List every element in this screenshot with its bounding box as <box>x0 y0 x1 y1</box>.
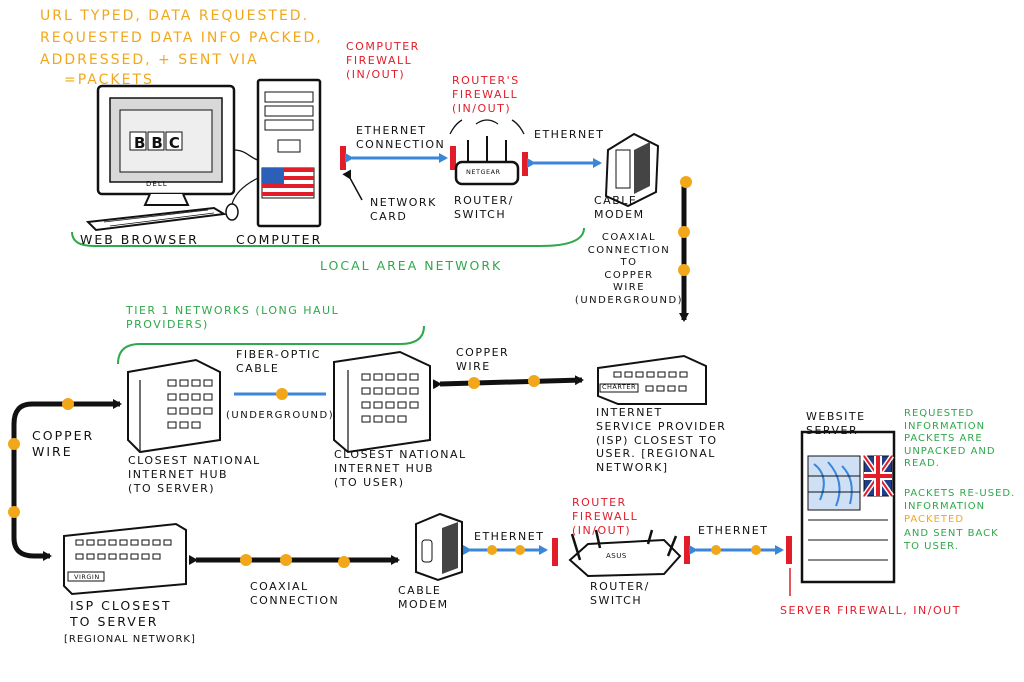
server-firewall-icon <box>786 536 792 564</box>
tier1-bracket <box>117 325 425 365</box>
packet-icon <box>276 388 288 400</box>
isp-user-label: Internet service provider (ISP) closest … <box>596 406 727 474</box>
computer-label: Computer <box>236 232 323 247</box>
network-card-label: Network card <box>370 196 437 223</box>
router-brand-top: NETGEAR <box>466 168 501 176</box>
copper-wire-loop <box>11 401 118 561</box>
cable-modem-top-label: Cable modem <box>594 194 645 221</box>
note-request-line3: addressed, + sent via <box>40 52 259 68</box>
note-request-line1: URL typed, data requested. <box>40 8 310 24</box>
router-firewall-bottom-label: Router firewall (in/out) <box>572 496 639 537</box>
cable-modem-bottom-label: Cable modem <box>398 584 449 611</box>
hub-server-label: Closest national internet hub (to server… <box>128 454 261 495</box>
packet-icon <box>680 176 692 188</box>
web-browser-label: Web browser <box>80 232 199 247</box>
router-switch-bottom-label: Router/ switch <box>590 580 650 607</box>
cable-modem-bottom-icon <box>415 512 463 582</box>
ethernet-top-label: Ethernet <box>534 128 605 141</box>
packet-icon <box>711 545 721 555</box>
lan-bracket <box>71 227 585 247</box>
router-firewall-icon <box>450 146 456 170</box>
computer-firewall-icon <box>340 146 346 170</box>
router-brand-bottom: ASUS <box>606 552 627 560</box>
isp-server-sign: VIRGIN <box>74 573 100 581</box>
router-bottom-icon <box>568 529 682 578</box>
packet-icon <box>240 554 252 566</box>
network-card-pointer <box>342 169 363 201</box>
note-request-line2: Requested data info packed, <box>40 30 323 46</box>
packet-icon <box>338 556 350 568</box>
ethernet-bottom-right-label: Ethernet <box>698 524 769 537</box>
packet-icon <box>8 438 20 450</box>
ethernet-connection-label: Ethernet connection <box>356 124 446 151</box>
router-icon <box>449 119 525 186</box>
response-note-1: Requested information packets are unpack… <box>904 408 996 469</box>
isp-server-label: ISP closest to server <box>70 598 172 629</box>
router-firewall-bottom-icon <box>552 538 558 566</box>
packet-icon <box>487 545 497 555</box>
server-firewall-label: Server firewall, in/out <box>780 604 961 617</box>
packet-icon <box>468 377 480 389</box>
copper-wire-mid-label: Copper wire <box>456 346 510 373</box>
router-switch-top-label: Router/ switch <box>454 194 514 221</box>
packet-icon <box>8 506 20 518</box>
computer-tower-icon <box>256 78 322 228</box>
router-firewall-wan-icon <box>522 152 528 176</box>
website-server-label: Website server <box>806 410 866 437</box>
underground-label: (underground) <box>226 410 335 421</box>
response-note-4: and sent back to user. <box>904 528 999 552</box>
monitor-icon <box>96 84 236 206</box>
regional-network-label: [Regional network] <box>64 634 196 645</box>
packet-icon <box>528 375 540 387</box>
computer-firewall-label: Computer firewall (in/out) <box>346 40 420 81</box>
ethernet-bottom-left-label: Ethernet <box>474 530 545 543</box>
coax-to-copper-label: Coaxial connection to copper wire (under… <box>574 232 684 306</box>
packet-icon <box>751 545 761 555</box>
coaxial-connection-label: Coaxial connection <box>250 580 340 607</box>
keyboard-icon <box>85 177 259 232</box>
packet-icon <box>678 264 690 276</box>
internet-hub-server-icon <box>127 358 221 454</box>
copper-wire-line <box>432 375 584 390</box>
website-server-icon <box>800 430 896 584</box>
packet-icon <box>62 398 74 410</box>
monitor-screen-text: BBC <box>134 134 186 152</box>
response-note-2: Packets re-used. Information <box>904 488 1016 512</box>
tier1-label: Tier 1 networks (long haul providers) <box>126 304 340 331</box>
isp-server-icon <box>63 522 187 596</box>
note-request-line4: =packets <box>64 72 154 88</box>
packet-icon <box>515 545 525 555</box>
lan-label: Local area network <box>320 258 503 273</box>
monitor-brand: DELL <box>146 180 168 188</box>
router-firewall-bottom-wan-icon <box>684 536 690 564</box>
packet-icon <box>280 554 292 566</box>
isp-user-icon <box>597 354 707 405</box>
fiber-optic-label: Fiber-optic cable <box>236 348 321 375</box>
copper-wire-left-label: Copper wire <box>32 428 95 459</box>
response-note-3: packeted <box>904 514 965 525</box>
routers-firewall-label: Router's firewall (in/out) <box>452 74 520 115</box>
cable-modem-icon <box>604 132 660 208</box>
hub-user-label: Closest national internet hub (to user) <box>334 448 467 489</box>
packet-icon <box>678 226 690 238</box>
isp-user-sign: CHARTER <box>602 383 637 391</box>
internet-hub-user-icon <box>333 350 431 454</box>
